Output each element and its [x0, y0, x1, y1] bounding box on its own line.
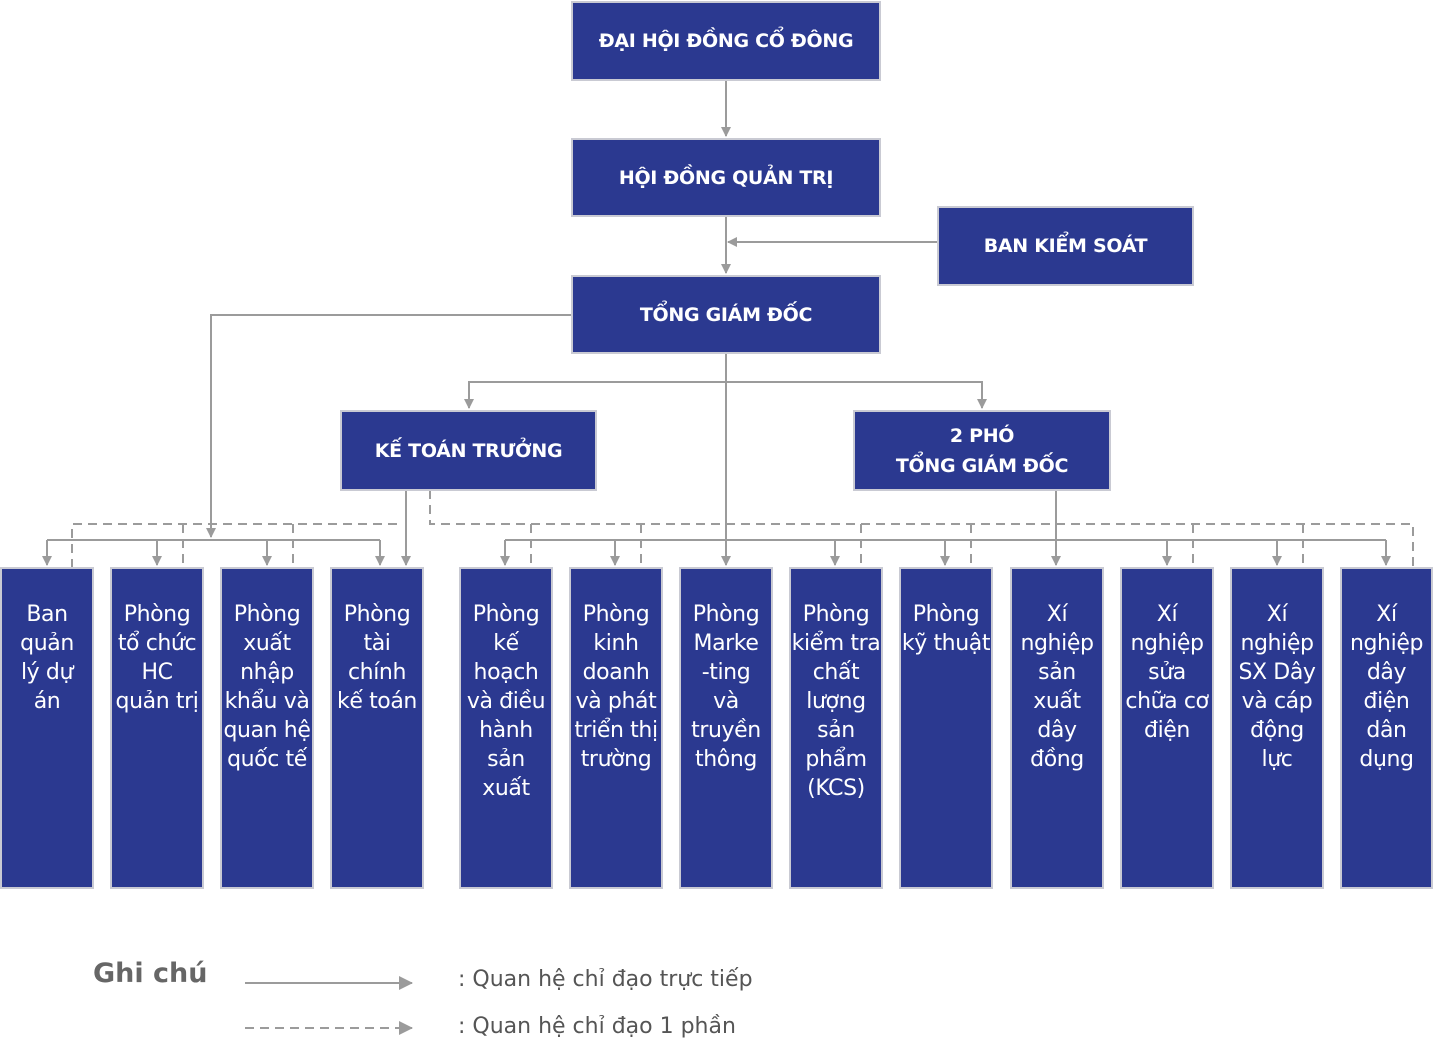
node-board: HỘI ĐỒNG QUẢN TRỊ	[571, 138, 881, 217]
dept-electromechanical-repair: Xí nghiệp sửa chữa cơ điện	[1120, 567, 1214, 889]
dept-power-cable-factory: Xí nghiệp SX Dây và cáp động lực	[1230, 567, 1324, 889]
node-shareholders-label: ĐẠI HỘI ĐỒNG CỔ ĐÔNG	[598, 30, 854, 52]
node-board-label: HỘI ĐỒNG QUẢN TRỊ	[618, 166, 834, 189]
connector-ceo-chief-accountant	[464, 381, 726, 409]
dept-admin: Phòng tổ chức HC quản trị	[110, 567, 204, 889]
node-chief-accountant: KẾ TOÁN TRƯỞNG	[340, 410, 597, 491]
connector-ceo-deputy	[726, 381, 987, 409]
dept-label: Phòng kinh doanh và phát triển thị trườn…	[574, 602, 658, 772]
dept-import-export: Phòng xuất nhập khẩu và quan hệ quốc tế	[220, 567, 314, 889]
legend-partial-text: : Quan hệ chỉ đạo 1 phần	[458, 1014, 736, 1039]
dept-marketing: Phòng Marke -ting và truyền thông	[679, 567, 773, 889]
dept-label: Xí nghiệp SX Dây và cáp động lực	[1238, 602, 1316, 772]
node-deputy-ceo-line2: TỔNG GIÁM ĐỐC	[895, 454, 1069, 477]
dept-technical: Phòng kỹ thuật	[899, 567, 993, 889]
node-shareholders: ĐẠI HỘI ĐỒNG CỔ ĐÔNG	[571, 1, 881, 81]
node-supervisory: BAN KIỂM SOÁT	[937, 206, 1194, 286]
dept-project-management: Ban quản lý dự án	[0, 567, 94, 889]
connector-ceo-left-group	[206, 314, 572, 538]
dept-finance: Phòng tài chính kế toán	[330, 567, 424, 889]
dept-label: Xí nghiệp sản xuất dây đồng	[1020, 602, 1094, 772]
dept-household-wire-factory: Xí nghiệp dây điện dân dụng	[1340, 567, 1433, 889]
dept-planning: Phòng kế hoạch và điều hành sản xuất	[459, 567, 553, 889]
dept-sales: Phòng kinh doanh và phát triển thị trườn…	[569, 567, 663, 889]
legend-direct-text: : Quan hệ chỉ đạo trực tiếp	[458, 967, 753, 992]
dept-label: Phòng Marke -ting và truyền thông	[691, 602, 761, 772]
dept-label: Ban quản lý dự án	[20, 602, 74, 714]
node-ceo-label: TỔNG GIÁM ĐỐC	[639, 303, 813, 326]
node-ceo: TỔNG GIÁM ĐỐC	[571, 275, 881, 354]
dept-quality-control: Phòng kiểm tra chất lượng sản phẩm (KCS)	[789, 567, 883, 889]
dept-label: Phòng kiểm tra chất lượng sản phẩm (KCS)	[791, 602, 881, 801]
chief-accountant-dashed-link	[429, 490, 1414, 568]
dept-label: Xí nghiệp sửa chữa cơ điện	[1125, 602, 1209, 743]
left-dashed-bus	[71, 523, 402, 568]
legend-title: Ghi chú	[93, 958, 208, 989]
dept-label: Phòng kế hoạch và điều hành sản xuất	[466, 602, 546, 801]
dept-label: Phòng tổ chức HC quản trị	[115, 602, 199, 714]
node-chief-accountant-label: KẾ TOÁN TRƯỞNG	[374, 439, 563, 462]
node-deputy-ceo: 2 PHÓ TỔNG GIÁM ĐỐC	[853, 410, 1111, 491]
node-deputy-ceo-line1: 2 PHÓ	[949, 424, 1015, 447]
dept-label: Phòng tài chính kế toán	[337, 602, 417, 714]
dept-label: Phòng kỹ thuật	[901, 602, 991, 656]
dept-label: Xí nghiệp dây điện dân dụng	[1349, 602, 1424, 772]
dept-label: Phòng xuất nhập khẩu và quan hệ quốc tế	[223, 602, 311, 772]
node-supervisory-label: BAN KIỂM SOÁT	[983, 235, 1148, 257]
dept-copper-wire-factory: Xí nghiệp sản xuất dây đồng	[1010, 567, 1104, 889]
